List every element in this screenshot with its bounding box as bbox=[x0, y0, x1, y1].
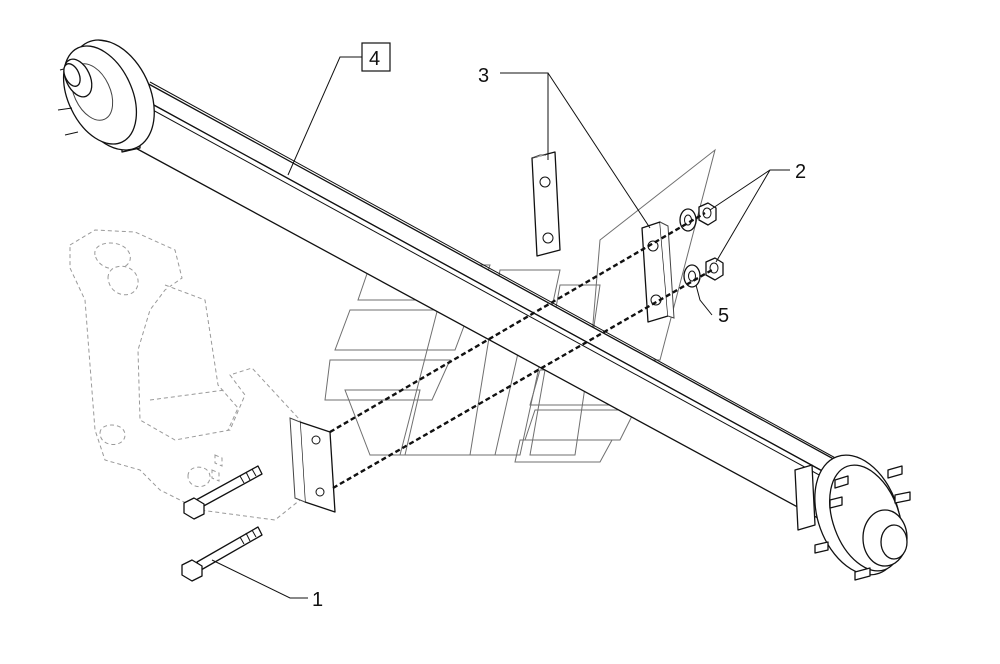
callout-4-label: 4 bbox=[369, 48, 380, 70]
callout-2-label: 2 bbox=[795, 161, 806, 183]
plate-hole-upper bbox=[311, 435, 321, 445]
bolt-axis-lines bbox=[329, 211, 713, 490]
callout-1-label: 1 bbox=[312, 589, 323, 611]
bolt-upper bbox=[183, 465, 263, 520]
callout-3-label: 3 bbox=[478, 65, 489, 87]
callout-5-label: 5 bbox=[718, 305, 729, 327]
callout-leaders bbox=[211, 56, 790, 599]
washer-nut-lower bbox=[683, 257, 724, 288]
leader-3 bbox=[500, 72, 651, 229]
clamp-plate-rear bbox=[531, 151, 561, 257]
leader-4 bbox=[287, 56, 362, 176]
bolt-lower bbox=[181, 526, 263, 582]
left-hub bbox=[57, 39, 155, 151]
leader-2 bbox=[709, 169, 790, 263]
leader-1 bbox=[211, 559, 308, 599]
plate-hole-lower bbox=[315, 487, 325, 497]
leader-5 bbox=[695, 284, 713, 316]
bracket-plate bbox=[289, 417, 336, 513]
mounting-bracket bbox=[69, 229, 301, 521]
callout-labels: 4 3 2 5 1 bbox=[312, 42, 806, 611]
right-hub bbox=[814, 454, 911, 581]
callout-4-box bbox=[361, 42, 391, 72]
